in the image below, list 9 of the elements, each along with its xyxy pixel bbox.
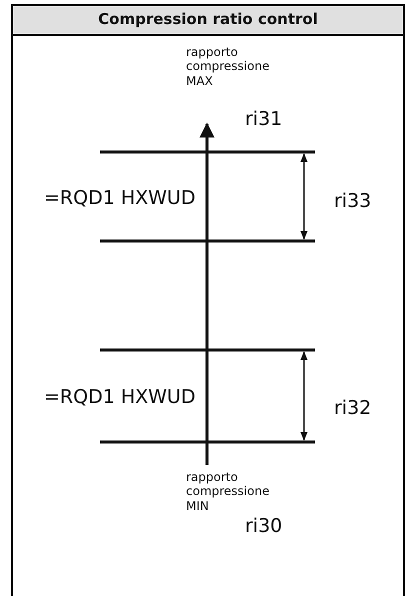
- axis-label: rapporto compressione MIN: [186, 470, 270, 514]
- parameter-label: ri32: [334, 397, 372, 420]
- parameter-label: ri33: [334, 190, 372, 213]
- zone-label: =RQD1 HXWUD: [44, 187, 196, 210]
- parameter-label: ri30: [245, 515, 284, 538]
- title: Compression ratio control: [97, 10, 319, 28]
- axis-label: rapporto compressione MAX: [186, 45, 270, 88]
- zone-label: =RQD1 HXWUD: [44, 386, 196, 409]
- parameter-label: ri31: [245, 108, 284, 131]
